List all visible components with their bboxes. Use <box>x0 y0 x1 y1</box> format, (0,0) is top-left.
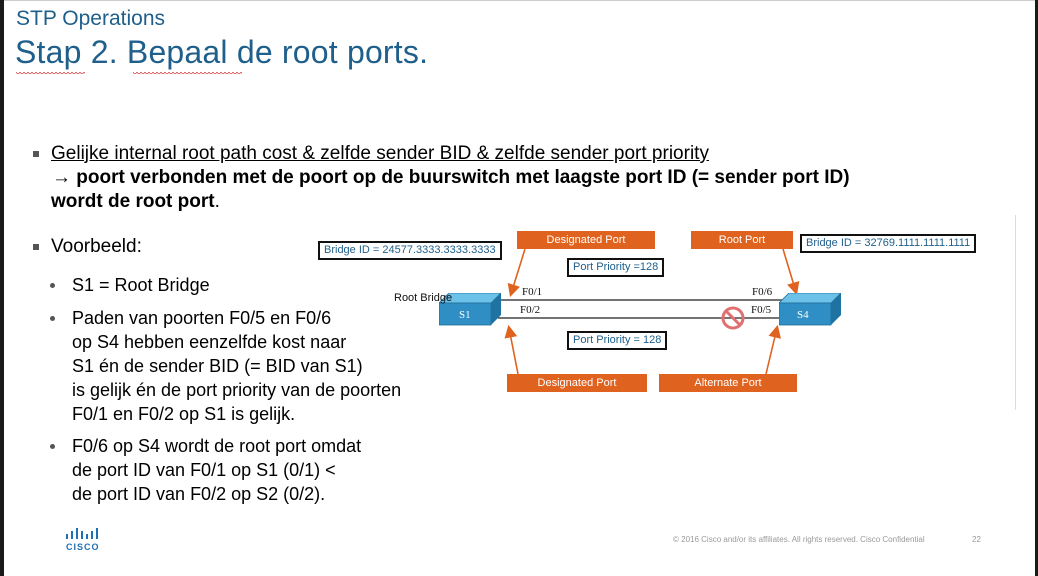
switch-s4-icon[interactable] <box>778 292 842 332</box>
conclusion-line: de port ID van F0/1 op S1 (0/1) < <box>72 460 336 480</box>
arrow-icon: → <box>52 167 71 188</box>
cisco-logo-text: CISCO <box>66 542 100 552</box>
arrow-designated-top <box>507 248 526 298</box>
window-border-right <box>1035 0 1038 576</box>
bullet-rule[interactable]: Gelijke internal root path cost & zelfde… <box>33 142 1011 214</box>
paths-line: op S4 hebben eenzelfde kost naar <box>72 332 347 352</box>
paths-line: Paden van poorten F0/5 en F0/6 <box>72 308 332 328</box>
sub-bullet-paths[interactable]: Paden van poorten F0/5 en F0/6 op S4 heb… <box>50 306 452 426</box>
cisco-logo-icon <box>65 528 101 547</box>
slide-title[interactable]: Stap 2. Bepaal de root ports. <box>15 34 429 70</box>
switch-s1-label: S1 <box>459 309 471 321</box>
spellcheck-underline-stap <box>16 72 85 76</box>
paths-line: S1 én de sender BID (= BID van S1) <box>72 356 363 376</box>
alternate-port-label: Alternate Port <box>659 374 797 392</box>
switch-s1-icon[interactable] <box>438 292 502 332</box>
stp-diagram: S1 S4 Root Bridge F0/1 F0/2 F0/6 F0/5 De… <box>318 228 1018 398</box>
designated-port-top-label: Designated Port <box>517 231 655 249</box>
rule-period: . <box>214 191 220 212</box>
rule-condition: Gelijke internal root path cost & zelfde… <box>51 143 709 164</box>
conclusion-line: F0/6 op S4 wordt de root port omdat <box>72 436 362 456</box>
root-bridge-label: Root Bridge <box>394 292 453 304</box>
spellcheck-underline-bepaal <box>133 72 242 76</box>
port-f01-label: F0/1 <box>522 286 543 298</box>
switch-s4-label: S4 <box>797 309 809 321</box>
paths-line: F0/1 en F0/2 op S1 is gelijk. <box>72 404 296 424</box>
sub-bullet-conclusion[interactable]: F0/6 op S4 wordt de root port omdat de p… <box>50 434 432 506</box>
footer-copyright: © 2016 Cisco and/or its affiliates. All … <box>673 535 925 544</box>
conclusion-line: de port ID van F0/2 op S2 (0/2). <box>72 484 326 504</box>
blocked-port-icon <box>721 306 745 330</box>
port-priority-bottom: Port Priority = 128 <box>567 331 668 350</box>
paths-line: is gelijk én de port priority van de poo… <box>72 380 402 400</box>
arrow-root-port <box>782 248 800 296</box>
diagram-lines <box>498 248 800 375</box>
top-divider <box>4 0 1035 1</box>
arrow-alternate-port <box>765 324 781 375</box>
bullet-example[interactable]: Voorbeeld: <box>33 236 142 257</box>
arrow-designated-bottom <box>504 324 519 375</box>
port-f02-label: F0/2 <box>520 304 541 316</box>
bridge-id-s1: Bridge ID = 24577.3333.3333.3333 <box>318 241 502 260</box>
sub-bullet-root-bridge[interactable]: S1 = Root Bridge <box>50 275 210 295</box>
footer-page-number: 22 <box>972 535 981 544</box>
port-f06-label: F0/6 <box>752 286 773 298</box>
window-border-left <box>0 0 4 576</box>
diagram-divider <box>1015 215 1016 410</box>
port-priority-top: Port Priority =128 <box>567 258 665 277</box>
port-f05-label: F0/5 <box>751 304 772 316</box>
rule-result-end: wordt de root port <box>51 191 215 212</box>
designated-port-bottom-label: Designated Port <box>507 374 647 392</box>
rule-result: poort verbonden met de poort op de buurs… <box>76 167 850 188</box>
root-port-label: Root Port <box>691 231 793 249</box>
bridge-id-s4: Bridge ID = 32769.1111.1111.1111 <box>800 234 977 253</box>
slide-kicker[interactable]: STP Operations <box>16 7 166 30</box>
